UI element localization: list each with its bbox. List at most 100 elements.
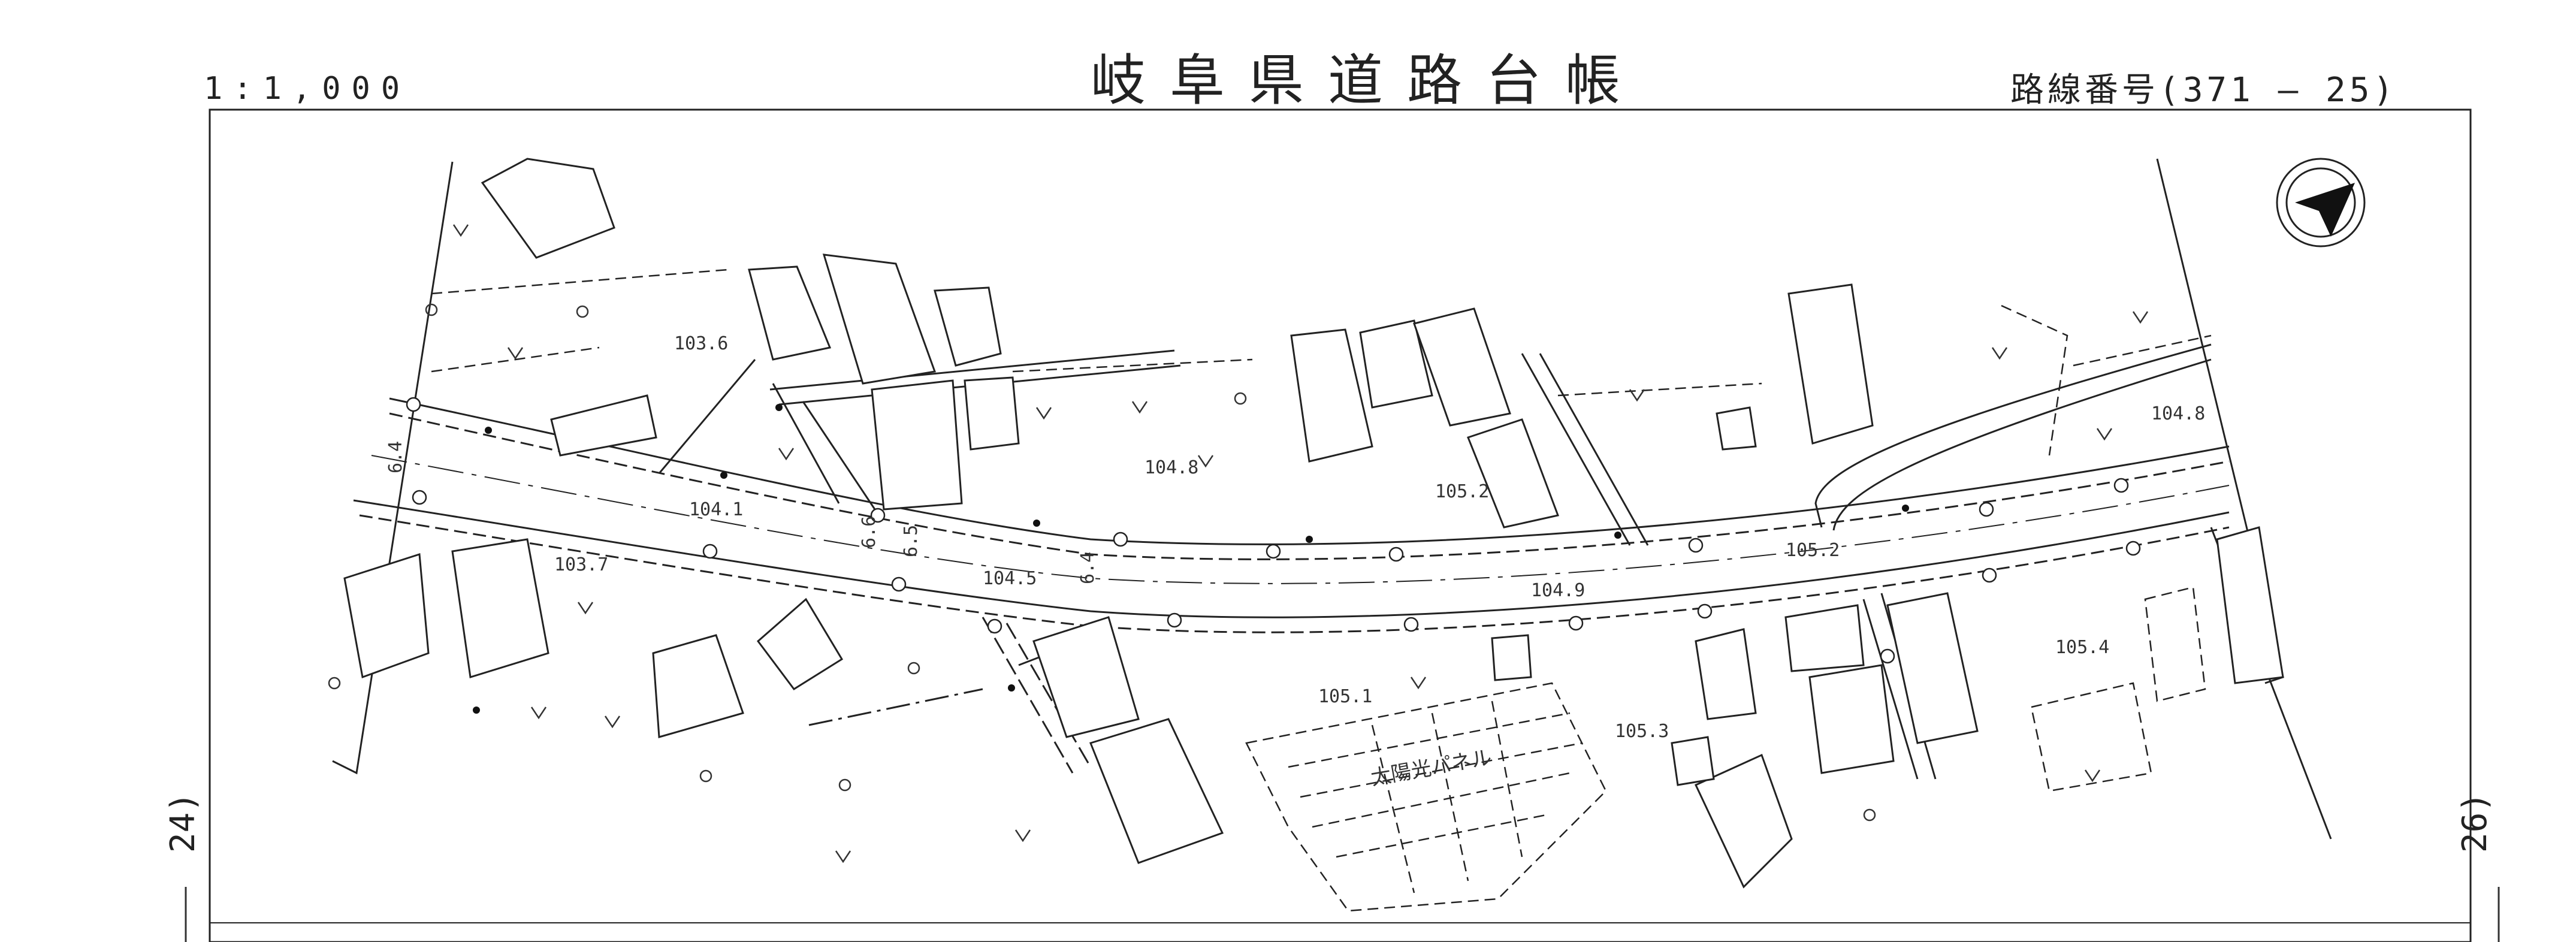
sheet-boundary-left bbox=[332, 161, 454, 775]
field-symbol bbox=[835, 850, 851, 864]
tree-symbol bbox=[699, 769, 712, 783]
elevation-label: 104.9 bbox=[1531, 580, 1585, 601]
elevation-label: 104.8 bbox=[1144, 457, 1198, 478]
survey-point bbox=[1033, 520, 1040, 527]
road-edge-south bbox=[353, 499, 2230, 618]
building bbox=[822, 253, 937, 385]
field-symbol bbox=[2084, 769, 2101, 783]
north-arrow-icon bbox=[2276, 158, 2366, 247]
road-edge-north bbox=[389, 397, 2230, 545]
building bbox=[1467, 418, 1560, 529]
building bbox=[652, 634, 744, 738]
building bbox=[1032, 616, 1140, 738]
survey-point bbox=[473, 707, 480, 714]
building bbox=[2216, 526, 2284, 684]
fixture-marker bbox=[987, 618, 1002, 634]
field-symbol bbox=[1014, 829, 1031, 843]
elevation-label: 105.4 bbox=[2055, 637, 2109, 658]
building bbox=[451, 538, 549, 678]
elevation-label: 104.5 bbox=[983, 568, 1037, 589]
building bbox=[1784, 604, 1865, 672]
fixture-marker bbox=[1568, 615, 1584, 631]
building bbox=[343, 553, 430, 679]
building bbox=[1413, 307, 1511, 427]
building bbox=[964, 376, 1020, 451]
building bbox=[1290, 328, 1373, 463]
building bbox=[1491, 634, 1532, 681]
side-road-diagonal bbox=[772, 383, 876, 510]
building bbox=[1671, 736, 1715, 786]
width-label: 6.4 bbox=[385, 441, 406, 473]
map-title: 岐阜県道路台帳 bbox=[1091, 49, 1645, 113]
building bbox=[1808, 664, 1895, 774]
parcel-line bbox=[2144, 586, 2206, 702]
side-road-south bbox=[982, 617, 1092, 774]
parcel-line bbox=[431, 268, 1762, 397]
field-symbol bbox=[1991, 347, 2008, 360]
field-symbol bbox=[1410, 677, 1427, 690]
field-symbol bbox=[2132, 311, 2149, 324]
field-symbol bbox=[507, 347, 524, 360]
fixture-marker bbox=[891, 576, 907, 592]
width-label: 6.6 bbox=[859, 516, 880, 548]
vegetation-symbols bbox=[328, 224, 2149, 864]
fixture-marker bbox=[1266, 544, 1281, 559]
building bbox=[748, 265, 832, 361]
map-frame bbox=[209, 108, 2472, 942]
side-road-north-a bbox=[769, 349, 1175, 391]
width-label: 6.4 bbox=[1077, 552, 1098, 584]
field-symbol bbox=[1197, 455, 1214, 468]
parcel-line bbox=[2030, 682, 2152, 792]
survey-point bbox=[1306, 536, 1313, 543]
elevation-label: 105.2 bbox=[1786, 540, 1840, 561]
survey-point bbox=[1614, 532, 1621, 539]
solar-panel-rows bbox=[1288, 712, 1583, 858]
building bbox=[1694, 753, 1793, 889]
facility-label: 太陽光パネル bbox=[1369, 745, 1494, 790]
side-road-east-b bbox=[1832, 358, 2212, 531]
fixture-marker bbox=[1403, 617, 1419, 632]
fixture-marker bbox=[406, 397, 421, 412]
fixture-marker bbox=[2125, 541, 2141, 556]
survey-point bbox=[485, 427, 492, 434]
fixture-marker bbox=[870, 508, 886, 523]
building bbox=[1089, 718, 1224, 864]
fixture-marker bbox=[1167, 612, 1182, 628]
fixture-marker bbox=[1979, 502, 1994, 517]
field-symbol bbox=[530, 707, 547, 720]
survey-point bbox=[1008, 684, 1015, 692]
fixture-marker bbox=[1697, 603, 1713, 619]
elevation-label: 105.1 bbox=[1318, 686, 1372, 707]
field-symbol bbox=[778, 448, 795, 461]
fixture-marker bbox=[1688, 538, 1704, 553]
survey-point bbox=[1902, 505, 1909, 512]
solar-panel-area bbox=[1245, 682, 1607, 912]
field-symbol bbox=[1131, 401, 1148, 414]
building bbox=[871, 379, 963, 511]
road-fixtures bbox=[406, 397, 2141, 664]
field-symbol bbox=[2096, 428, 2113, 441]
tree-symbol bbox=[328, 677, 341, 690]
building bbox=[1695, 628, 1757, 720]
field-symbol bbox=[604, 715, 621, 729]
building bbox=[1787, 283, 1874, 445]
building bbox=[1716, 406, 1757, 451]
elevation-label: 103.6 bbox=[674, 333, 728, 354]
survey-point bbox=[775, 404, 783, 411]
elevation-label: 105.3 bbox=[1615, 721, 1669, 742]
field-symbol bbox=[452, 224, 469, 237]
side-road-middle bbox=[1521, 353, 1649, 546]
tree-symbol bbox=[907, 662, 920, 675]
building bbox=[481, 158, 615, 259]
survey-point bbox=[720, 472, 727, 479]
elevation-label: 105.2 bbox=[1435, 481, 1489, 502]
building bbox=[1359, 319, 1433, 409]
building bbox=[550, 394, 657, 457]
survey-points bbox=[473, 404, 1909, 714]
fixture-marker bbox=[1982, 567, 1997, 583]
tree-symbol bbox=[838, 778, 851, 792]
fixture-marker bbox=[1388, 547, 1404, 562]
road-edge-north-inner bbox=[389, 412, 2230, 560]
tree-symbol bbox=[1863, 808, 1876, 822]
